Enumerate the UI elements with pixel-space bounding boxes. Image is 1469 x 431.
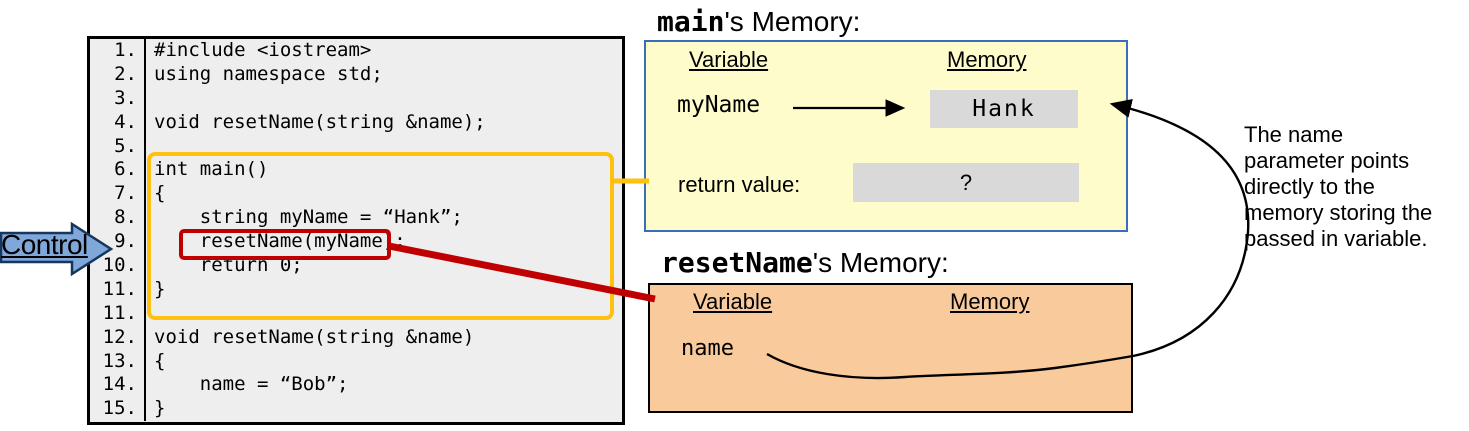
- line-number: 11.: [90, 301, 146, 326]
- main-memory-title-code-part: main: [657, 5, 725, 38]
- resetname-memory-title: resetName's Memory:: [661, 246, 949, 279]
- code-row: 11.: [90, 301, 622, 326]
- line-number: 7.: [90, 182, 146, 207]
- code-line: [146, 87, 154, 111]
- code-line: resetName(myName);: [154, 230, 406, 253]
- line-number: 13.: [90, 349, 146, 374]
- line-number: 2.: [90, 62, 146, 87]
- code-row: 1. #include <iostream>: [90, 39, 622, 63]
- main-variable-column-header: Variable: [689, 47, 769, 72]
- code-line: void resetName(string &name);: [154, 110, 486, 133]
- resetname-memory-column-header: Memory: [950, 289, 1030, 314]
- annotation-text: The name parameter points directly to th…: [1244, 122, 1433, 251]
- code-listing: 1. #include <iostream> 2. using namespace …: [87, 36, 625, 425]
- main-function-highlight-frame: [147, 152, 614, 320]
- code-row: 6. int main(): [90, 158, 622, 183]
- main-memory-title-rest: 's Memory:: [724, 6, 861, 37]
- code-line: name = “Bob”;: [154, 373, 349, 396]
- line-number: 14.: [90, 373, 146, 398]
- code-line: }: [154, 397, 166, 420]
- myname-memory-cell: Hank: [930, 90, 1078, 128]
- name-variable-label: name: [681, 336, 734, 361]
- return-value-memory-cell: ?: [853, 163, 1079, 202]
- resetname-memory-title-code-part: resetName: [661, 246, 813, 279]
- code-line: string myName = “Hank”;: [154, 206, 463, 229]
- line-number: 4.: [90, 110, 146, 135]
- code-row: 8. string myName = “Hank”;: [90, 206, 622, 231]
- code-line: }: [154, 277, 166, 300]
- code-line: {: [154, 182, 166, 205]
- code-row: 7. {: [90, 182, 622, 207]
- resetname-call-highlight-frame: [179, 229, 391, 260]
- code-line: using namespace std;: [154, 62, 383, 85]
- line-number: 8.: [90, 206, 146, 231]
- line-number: 3.: [90, 86, 146, 111]
- main-memory-column-header: Memory: [947, 47, 1027, 72]
- code-line: {: [154, 349, 166, 372]
- code-row: 2. using namespace std;: [90, 62, 622, 87]
- line-number: 12.: [90, 325, 146, 350]
- code-row: 13. {: [90, 349, 622, 374]
- code-line: #include <iostream>: [154, 39, 372, 61]
- code-line: int main(): [154, 158, 269, 181]
- return-value-label: return value:: [678, 172, 801, 197]
- code-row-highlighted-call: 9. resetName(myName);: [90, 230, 622, 255]
- line-number: 15.: [90, 397, 146, 422]
- code-line: void resetName(string &name): [154, 325, 475, 348]
- code-row: 14. name = “Bob”;: [90, 373, 622, 398]
- control-pointer-label: Control: [1, 229, 88, 260]
- line-number: 11.: [90, 277, 146, 302]
- line-number: 5.: [90, 134, 146, 159]
- resetname-variable-column-header: Variable: [693, 289, 773, 314]
- code-row: 12. void resetName(string &name): [90, 325, 622, 350]
- code-row: 5.: [90, 134, 622, 159]
- line-number: 9.: [90, 230, 146, 255]
- line-number: 6.: [90, 158, 146, 183]
- main-memory-title: main's Memory:: [657, 5, 860, 38]
- code-row: 11.}: [90, 277, 622, 302]
- line-number: 1.: [90, 39, 146, 63]
- code-row: 15.}: [90, 397, 622, 422]
- resetname-memory-title-rest: 's Memory:: [812, 247, 949, 278]
- code-row: 3.: [90, 86, 622, 111]
- myname-variable-label: myName: [677, 92, 761, 118]
- code-row: 4. void resetName(string &name);: [90, 110, 622, 135]
